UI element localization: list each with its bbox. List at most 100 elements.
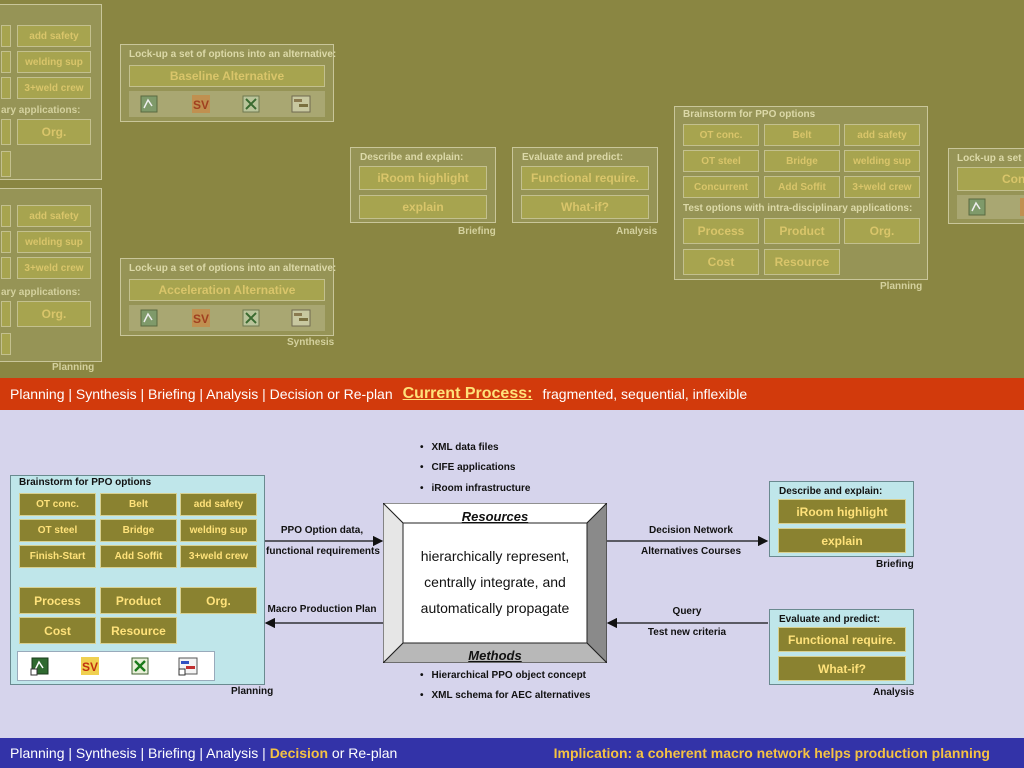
center-line: hierarchically represent,	[420, 548, 570, 564]
functional-require-button[interactable]: Functional require.	[778, 627, 906, 652]
option-button[interactable]: OT conc.	[19, 493, 96, 516]
proposed-process-area: Brainstorm for PPO options OT conc. Belt…	[0, 410, 1024, 738]
resources-label: Resources	[461, 509, 529, 524]
faded-lockup-right-panel: Lock-up a set o Conc	[948, 148, 1024, 224]
resource-bullet: XML data files	[420, 442, 499, 453]
faded-heading: Lock-up a set of options into an alterna…	[129, 49, 337, 60]
option-button[interactable]: Finish-Start	[19, 545, 96, 568]
faded-alternative-button: Baseline Alternative	[129, 65, 325, 87]
methods-label: Methods	[468, 648, 522, 663]
faded-lockup-acceleration-panel: Lock-up a set of options into an alterna…	[120, 258, 336, 336]
application-button[interactable]: Resource	[100, 617, 177, 644]
faded-label: ary applications:	[1, 105, 81, 116]
application-button[interactable]: Product	[100, 587, 177, 614]
faded-button: OT steel	[683, 150, 759, 172]
explain-button[interactable]: explain	[778, 528, 906, 553]
application-icon-strip: SV	[17, 651, 215, 681]
schedule-icon[interactable]	[178, 656, 198, 676]
svg-text:SV: SV	[82, 660, 98, 674]
faded-button: explain	[359, 195, 487, 219]
faded-icon-strip	[957, 195, 1024, 219]
faded-describe-panel: Describe and explain: iRoom highlight ex…	[350, 147, 496, 223]
faded-button	[1, 257, 11, 279]
footer-briefing: Briefing	[876, 559, 914, 570]
faded-button: Process	[683, 218, 759, 244]
current-process-bar: Planning | Synthesis | Briefing | Analys…	[0, 378, 1024, 410]
faded-button: add safety	[17, 205, 91, 227]
faded-heading: Test options with intra-disciplinary app…	[683, 203, 913, 214]
current-process-area: add safety welding sup 3+weld crew ary a…	[0, 0, 1024, 378]
option-button[interactable]: Bridge	[100, 519, 177, 542]
sv-icon	[1020, 198, 1024, 216]
faded-button: 3+weld crew	[17, 77, 91, 99]
faded-button	[1, 25, 11, 47]
evaluate-heading: Evaluate and predict:	[779, 614, 881, 625]
footer-planning: Planning	[231, 686, 274, 697]
project-icon	[140, 309, 158, 327]
faded-button: Belt	[764, 124, 840, 146]
faded-button: Bridge	[764, 150, 840, 172]
faded-brainstorm-panel-3: Brainstorm for PPO options OT conc. Belt…	[674, 106, 928, 280]
faded-button: welding sup	[844, 150, 920, 172]
faded-button: Org.	[844, 218, 920, 244]
arrow-label: PPO Option data,	[280, 525, 364, 536]
faded-button: Concurrent	[683, 176, 759, 198]
faded-button: OT conc.	[683, 124, 759, 146]
method-bullet: Hierarchical PPO object concept	[420, 670, 587, 681]
faded-button	[1, 151, 11, 177]
faded-heading: Brainstorm for PPO options	[683, 109, 816, 120]
application-button[interactable]: Process	[19, 587, 96, 614]
arrow-label: Decision Network	[649, 525, 733, 536]
faded-footer-synthesis: Synthesis	[287, 337, 335, 348]
faded-footer-planning: Planning	[52, 362, 95, 373]
current-process-title: Current Process:	[402, 385, 533, 402]
option-button[interactable]: 3+weld crew	[180, 545, 257, 568]
faded-button	[1, 333, 11, 355]
faded-button	[1, 51, 11, 73]
faded-lockup-baseline-panel: Lock-up a set of options into an alterna…	[120, 44, 337, 122]
faded-icon-strip: SV	[129, 305, 325, 331]
what-if-button[interactable]: What-if?	[778, 656, 906, 681]
faded-heading: Lock-up a set o	[957, 153, 1024, 164]
center-line: automatically propagate	[420, 600, 570, 616]
faded-button: What-if?	[521, 195, 649, 219]
faded-button: Add Soffit	[764, 176, 840, 198]
arrow-label: Macro Production Plan	[267, 604, 377, 615]
excel-icon[interactable]	[130, 656, 150, 676]
option-button[interactable]: OT steel	[19, 519, 96, 542]
faded-button	[1, 301, 11, 327]
option-button[interactable]: Belt	[100, 493, 177, 516]
arrow-label: Test new criteria	[647, 627, 727, 638]
application-button[interactable]: Org.	[180, 587, 257, 614]
arrow-layer	[264, 535, 769, 629]
faded-button: add safety	[844, 124, 920, 146]
evaluate-panel: Evaluate and predict: Functional require…	[769, 609, 914, 685]
faded-alternative-button: Conc	[957, 167, 1024, 191]
footer-analysis: Analysis	[873, 687, 915, 698]
faded-button: 3+weld crew	[844, 176, 920, 198]
faded-evaluate-panel: Evaluate and predict: Functional require…	[512, 147, 658, 223]
arrow-label: functional requirements	[266, 546, 380, 557]
option-button[interactable]: add safety	[180, 493, 257, 516]
faded-button: Resource	[764, 249, 840, 275]
application-button[interactable]: Cost	[19, 617, 96, 644]
faded-button: Cost	[683, 249, 759, 275]
faded-button: 3+weld crew	[17, 257, 91, 279]
faded-icon-strip: SV	[129, 91, 325, 117]
method-bullet: XML schema for AEC alternatives	[420, 690, 591, 701]
iroom-highlight-button[interactable]: iRoom highlight	[778, 499, 906, 524]
option-button[interactable]: welding sup	[180, 519, 257, 542]
project-icon	[968, 198, 986, 216]
faded-button: Org.	[17, 119, 91, 145]
svg-text:SV: SV	[193, 312, 209, 326]
project-icon[interactable]	[30, 656, 50, 676]
excel-icon	[242, 309, 260, 327]
sv-icon[interactable]: SV	[80, 656, 100, 676]
option-button[interactable]: Add Soffit	[100, 545, 177, 568]
faded-heading: Evaluate and predict:	[522, 152, 624, 163]
proposed-process-bar: Planning | Synthesis | Briefing | Analys…	[0, 738, 1024, 768]
faded-button	[1, 119, 11, 145]
center-line: centrally integrate, and	[424, 574, 566, 590]
project-icon	[140, 95, 158, 113]
faded-footer-analysis: Analysis	[616, 226, 658, 237]
